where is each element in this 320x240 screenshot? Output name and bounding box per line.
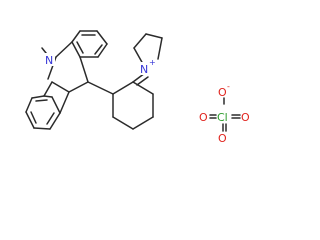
bond <box>112 81 134 95</box>
oxygen-right-label: O <box>241 111 250 124</box>
bond <box>132 116 154 130</box>
bond <box>31 95 45 99</box>
bond <box>43 81 53 97</box>
oxygen-left-label: O <box>199 111 208 124</box>
label-mask <box>44 53 55 66</box>
bond <box>133 47 144 65</box>
acridine-nitrogen-label: N <box>45 54 53 67</box>
bond <box>51 81 70 93</box>
double-bond <box>94 44 103 55</box>
bond <box>79 56 89 83</box>
bond <box>43 95 53 98</box>
acridine-lower-ring <box>25 81 70 130</box>
bond <box>71 30 81 43</box>
atom-labels: N N + O - O Cl O O <box>44 53 250 145</box>
iminium-double-bond <box>136 76 149 86</box>
bond <box>25 111 35 129</box>
bond <box>51 96 61 114</box>
bond <box>68 81 89 93</box>
acridine-central-ring <box>47 41 89 93</box>
label-mask <box>139 62 151 75</box>
bond <box>97 43 108 58</box>
positive-charge: + <box>149 58 156 67</box>
chlorine-label: Cl <box>217 111 228 124</box>
acridine-upper-ring <box>71 30 108 58</box>
molecule-diagram: N N + O - O Cl O O <box>25 30 250 145</box>
bond <box>59 91 70 114</box>
bond <box>96 30 108 45</box>
link-bond <box>87 81 114 95</box>
pyrrolidinium-nitrogen-label: N <box>140 63 148 76</box>
bond <box>55 41 73 58</box>
double-bond <box>35 99 48 102</box>
double-bond <box>46 112 55 125</box>
cyclohexane-ring <box>112 81 154 130</box>
bond <box>33 127 51 130</box>
structure-svg: N N + O - O Cl O O <box>25 30 250 145</box>
perchlorate-bonds <box>209 97 241 132</box>
bond <box>25 97 33 113</box>
bond <box>145 33 163 39</box>
double-bond <box>30 111 37 124</box>
bond <box>71 41 81 58</box>
bond <box>112 116 134 130</box>
negative-charge: - <box>227 82 230 91</box>
pyrrolidine-ring <box>133 33 163 65</box>
double-bond <box>76 41 84 54</box>
bond <box>133 33 147 49</box>
bond <box>157 37 163 60</box>
bond <box>49 112 61 130</box>
oxygen-top-label: O <box>218 86 227 99</box>
bond <box>132 81 154 95</box>
oxygen-bottom-label: O <box>218 132 227 145</box>
